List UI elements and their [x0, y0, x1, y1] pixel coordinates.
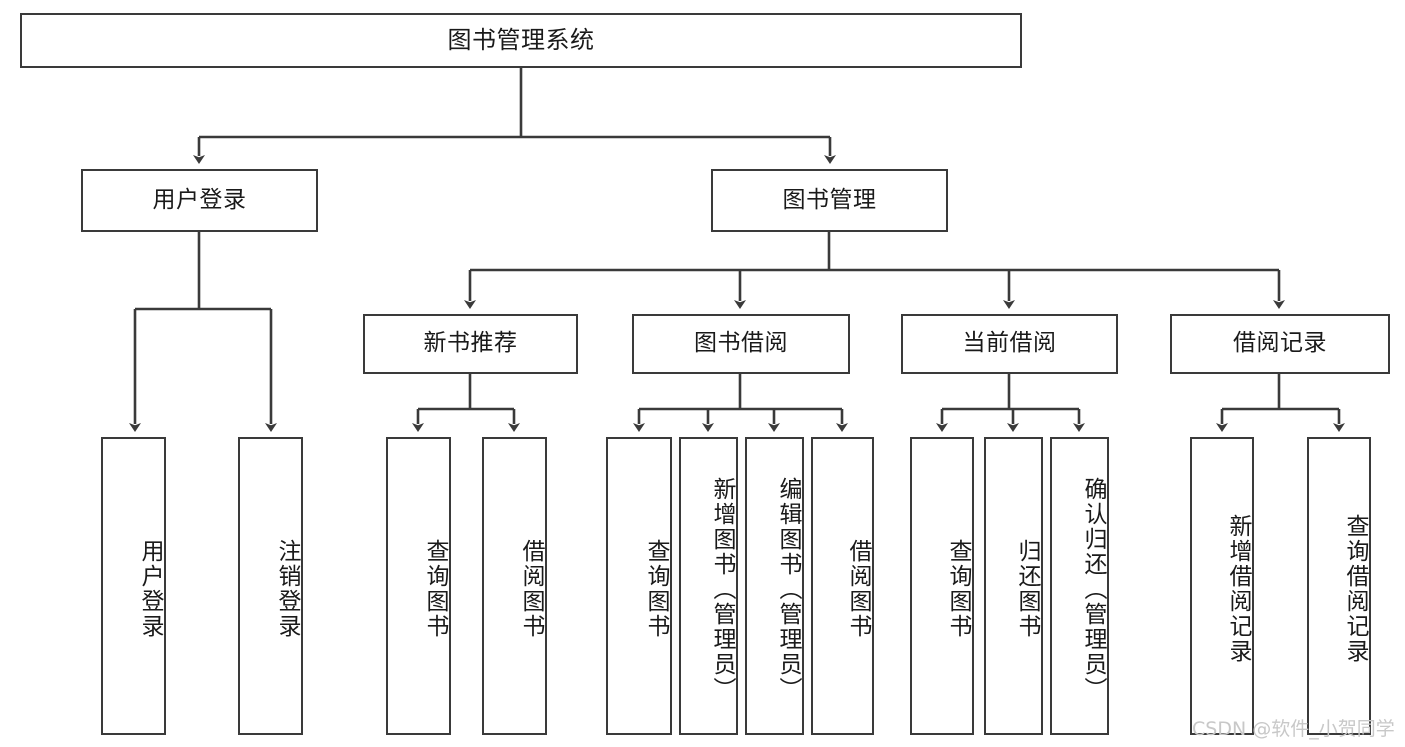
leaf-user-logout[interactable]: 注销登录 [238, 437, 303, 735]
node-user-login-label: 用户登录 [152, 186, 247, 213]
leaf-add-book-label: 新增图书（管理员） [709, 476, 735, 702]
leaf-edit-book-label: 编辑图书（管理员） [775, 476, 801, 702]
edge-group-user-login [129, 232, 277, 432]
node-root[interactable]: 图书管理系统 [20, 13, 1022, 68]
node-borrow-record[interactable]: 借阅记录 [1170, 314, 1390, 374]
leaf-return-book-label: 归还图书 [1014, 539, 1040, 639]
node-current-borrow[interactable]: 当前借阅 [901, 314, 1118, 374]
node-new-book-recommend[interactable]: 新书推荐 [363, 314, 578, 374]
leaf-edit-book[interactable]: 编辑图书（管理员） [745, 437, 804, 735]
leaf-borrow-book-2[interactable]: 借阅图书 [811, 437, 874, 735]
edge-group-book-manage [464, 232, 1285, 309]
node-user-login[interactable]: 用户登录 [81, 169, 318, 232]
leaf-add-book[interactable]: 新增图书（管理员） [679, 437, 738, 735]
leaf-query-book-1-label: 查询图书 [422, 539, 448, 639]
leaf-query-record-label: 查询借阅记录 [1342, 514, 1368, 664]
node-borrow-record-label: 借阅记录 [1233, 330, 1327, 357]
leaf-user-login[interactable]: 用户登录 [101, 437, 166, 735]
leaf-query-record[interactable]: 查询借阅记录 [1307, 437, 1371, 735]
leaf-add-record-label: 新增借阅记录 [1225, 514, 1251, 664]
leaf-borrow-book-1-label: 借阅图书 [518, 539, 544, 639]
edge-group-new-book-recommend [412, 374, 520, 432]
leaf-user-login-label: 用户登录 [137, 539, 163, 639]
node-current-borrow-label: 当前借阅 [962, 330, 1057, 357]
leaf-add-record[interactable]: 新增借阅记录 [1190, 437, 1254, 735]
leaf-borrow-book-1[interactable]: 借阅图书 [482, 437, 547, 735]
edge-group-borrow-record [1216, 374, 1345, 432]
edge-group-book-borrow [633, 374, 848, 432]
node-book-manage[interactable]: 图书管理 [711, 169, 948, 232]
leaf-return-book[interactable]: 归还图书 [984, 437, 1043, 735]
leaf-query-book-3-label: 查询图书 [945, 539, 971, 639]
csdn-watermark: CSDN @软件_小贺同学 [1192, 718, 1395, 740]
node-book-borrow[interactable]: 图书借阅 [632, 314, 850, 374]
node-book-manage-label: 图书管理 [782, 186, 877, 213]
leaf-query-book-2[interactable]: 查询图书 [606, 437, 672, 735]
edge-group-root [193, 68, 836, 164]
leaf-query-book-1[interactable]: 查询图书 [386, 437, 451, 735]
leaf-query-book-3[interactable]: 查询图书 [910, 437, 974, 735]
node-book-borrow-label: 图书借阅 [694, 330, 788, 357]
node-root-label: 图书管理系统 [447, 26, 595, 55]
leaf-confirm-return-label: 确认归还（管理员） [1080, 476, 1106, 702]
edge-group-current-borrow [936, 374, 1085, 432]
node-new-book-recommend-label: 新书推荐 [423, 330, 518, 357]
leaf-borrow-book-2-label: 借阅图书 [845, 539, 871, 639]
leaf-query-book-2-label: 查询图书 [643, 539, 669, 639]
leaf-user-logout-label: 注销登录 [274, 539, 300, 639]
leaf-confirm-return[interactable]: 确认归还（管理员） [1050, 437, 1109, 735]
